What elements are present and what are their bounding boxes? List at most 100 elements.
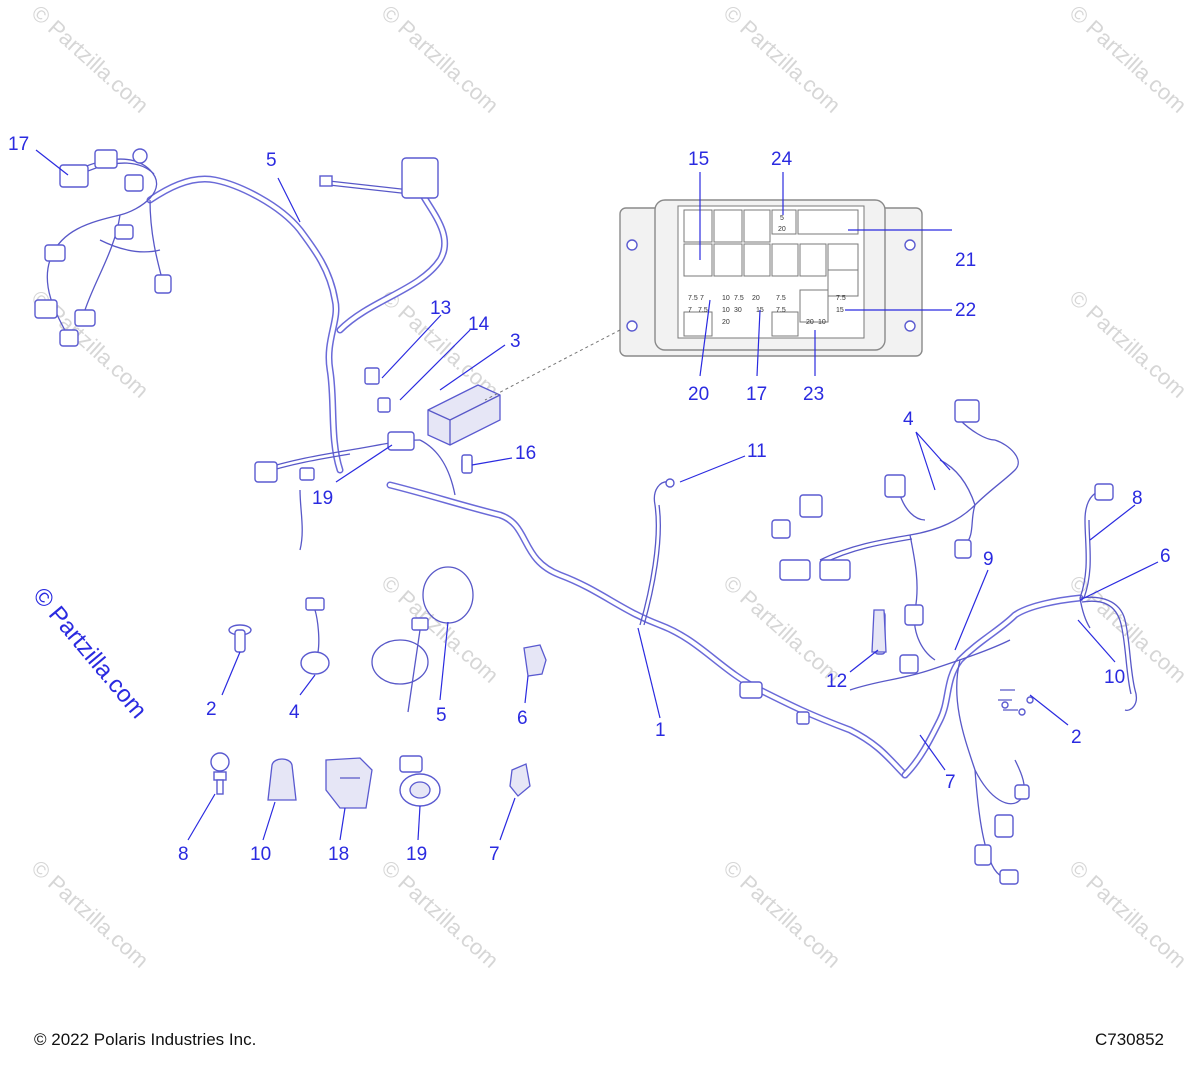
callout-12-boot: 12 [826, 671, 847, 692]
watermark-layer: © Partzilla.com © Partzilla.com © Partzi… [27, 0, 1192, 973]
cap-part [267, 758, 297, 801]
relay-slot [799, 243, 827, 277]
push-clip [1018, 708, 1026, 716]
connector [59, 164, 89, 188]
fuse-label: 20 [806, 319, 814, 326]
callout-7-fir-clip-part: 7 [489, 844, 500, 865]
connector [74, 309, 96, 327]
relay-slot [771, 209, 797, 235]
fuse-label: 15 [836, 307, 844, 314]
connector [999, 869, 1019, 885]
connector-plug [319, 175, 333, 187]
callout-4-ring-clip-part: 4 [289, 702, 300, 723]
fuse-label: 20 [752, 295, 760, 302]
callout-9-rear-harness: 9 [983, 549, 994, 570]
watermark: © Partzilla.com [377, 0, 504, 118]
callout-14-bracket: 14 [468, 314, 490, 335]
watermark: © Partzilla.com [1065, 285, 1192, 403]
relay-slot [771, 243, 799, 277]
connector [779, 559, 811, 581]
connector-round [132, 148, 148, 164]
fuse-box-mounted [427, 384, 501, 446]
holder [387, 431, 415, 451]
connector [34, 299, 58, 319]
callout-labels: 17 5 15 24 21 22 20 17 23 13 14 3 16 19 … [8, 134, 1171, 865]
relay-slot [713, 209, 743, 243]
connector [884, 474, 906, 498]
holder-19-part [399, 755, 441, 807]
relay-slot [799, 289, 829, 323]
watermark: © Partzilla.com [377, 855, 504, 973]
callout-8-stud-clip-part: 8 [178, 844, 189, 865]
callout-1-main-harness: 1 [655, 720, 666, 741]
connector [254, 461, 278, 483]
fuse-label: 7 [688, 307, 692, 314]
callout-17-front-harness: 17 [8, 134, 29, 155]
connector [124, 174, 144, 192]
connector [799, 494, 823, 518]
fuse-label: 7.5 [836, 295, 846, 302]
relay-slot [743, 243, 771, 277]
fuse-label: 10 [722, 307, 730, 314]
watermark: © Partzilla.com [719, 0, 846, 118]
callout-6-edge-clip-part: 6 [517, 708, 528, 729]
clip [796, 711, 810, 725]
fuse-label: 20 [778, 226, 786, 233]
bracket [377, 397, 391, 413]
callout-19-holder: 19 [312, 488, 333, 509]
callout-2-push-clip-part: 2 [206, 699, 217, 720]
watermark: © Partzilla.com [1065, 0, 1192, 118]
connector [994, 814, 1014, 838]
connector [771, 519, 791, 539]
fuse-label: 7 [700, 295, 704, 302]
connector [899, 654, 919, 674]
watermark: © Partzilla.com [377, 570, 504, 688]
fuse-label: 7.5 [698, 307, 708, 314]
mount-hole [626, 239, 638, 251]
brand-watermark: © Partzilla.com [27, 583, 152, 724]
fuse-label: 30 [734, 307, 742, 314]
connector [1014, 784, 1030, 800]
callout-5-tie-strap: 5 [266, 150, 277, 171]
holder-18-part [325, 757, 373, 809]
callout-16-stud: 16 [515, 443, 536, 464]
callout-3-fuse-box: 3 [510, 331, 521, 352]
callout-17-fuse: 17 [746, 384, 767, 405]
connector [954, 539, 972, 559]
callout-18-holder-part: 18 [328, 844, 349, 865]
ground-terminal [665, 478, 675, 488]
stud-clip-part [210, 752, 230, 795]
fuse-label: 10 [818, 319, 826, 326]
diagram-code: C730852 [1094, 1030, 1164, 1049]
connector [59, 329, 79, 347]
fuse-label: 7.5 [688, 295, 698, 302]
edge-clip-part [523, 644, 547, 677]
callout-19-holder-part: 19 [406, 844, 427, 865]
tie-strap-part [371, 566, 474, 713]
push-clip-part [228, 624, 252, 653]
callout-5-tie-strap-part: 5 [436, 705, 447, 726]
callout-2-push-clip: 2 [1071, 727, 1082, 748]
callout-10-cap: 10 [1104, 667, 1125, 688]
copyright-text: © 2022 Polaris Industries Inc. [34, 1030, 257, 1049]
push-clip [1001, 701, 1009, 709]
connector [44, 244, 66, 262]
leader-lines [35, 149, 1159, 841]
loose-parts [210, 454, 887, 809]
callout-10-cap-part: 10 [250, 844, 271, 865]
connector [819, 559, 851, 581]
bracket [364, 367, 380, 385]
watermark: © Partzilla.com [27, 855, 154, 973]
fuse-box-detail: 5 20 7.5 7 10 7.5 7 7.5 10 20 7.5 7.5 30… [484, 199, 923, 401]
callout-22-fuse: 22 [955, 300, 976, 321]
connector [954, 399, 980, 423]
watermark: © Partzilla.com [1065, 855, 1192, 973]
connector-block [401, 157, 439, 199]
callout-20-fuse: 20 [688, 384, 709, 405]
fuse-label: 20 [722, 319, 730, 326]
callout-6-edge-clip: 6 [1160, 546, 1171, 567]
connector [114, 224, 134, 240]
relay-slot [827, 269, 859, 297]
fuse-label: 10 [722, 295, 730, 302]
connector [94, 149, 118, 169]
